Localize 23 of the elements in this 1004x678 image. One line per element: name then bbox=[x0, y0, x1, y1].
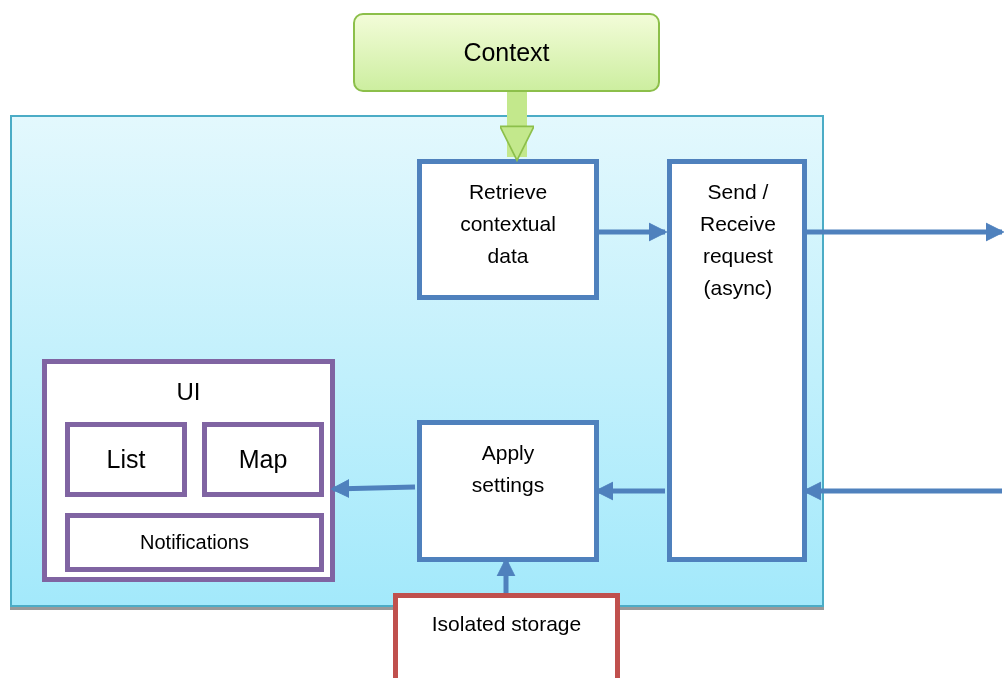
storage-box bbox=[393, 593, 620, 678]
box-label: Map bbox=[238, 445, 288, 474]
arrow bbox=[499, 92, 535, 162]
box-label: UI bbox=[176, 378, 201, 406]
box-label: Retrieve contextual data bbox=[459, 179, 557, 269]
arrow bbox=[805, 222, 1004, 242]
process-box bbox=[667, 159, 807, 562]
box-label: Notifications bbox=[140, 531, 249, 554]
process-box bbox=[417, 420, 599, 562]
process-box bbox=[417, 159, 599, 300]
arrow bbox=[597, 222, 668, 242]
box-label: Send / Receive request (async) bbox=[700, 179, 776, 301]
component-box bbox=[65, 513, 324, 572]
app-panel bbox=[10, 115, 824, 607]
arrow bbox=[330, 479, 416, 499]
box-label: Context bbox=[463, 38, 550, 67]
ui-group-box bbox=[42, 359, 335, 582]
component-box bbox=[202, 422, 324, 497]
box-label: Apply settings bbox=[470, 440, 546, 498]
context-box bbox=[353, 13, 660, 92]
box-label: List bbox=[106, 445, 146, 474]
component-box bbox=[65, 422, 187, 497]
box-label: Isolated storage bbox=[431, 612, 582, 636]
